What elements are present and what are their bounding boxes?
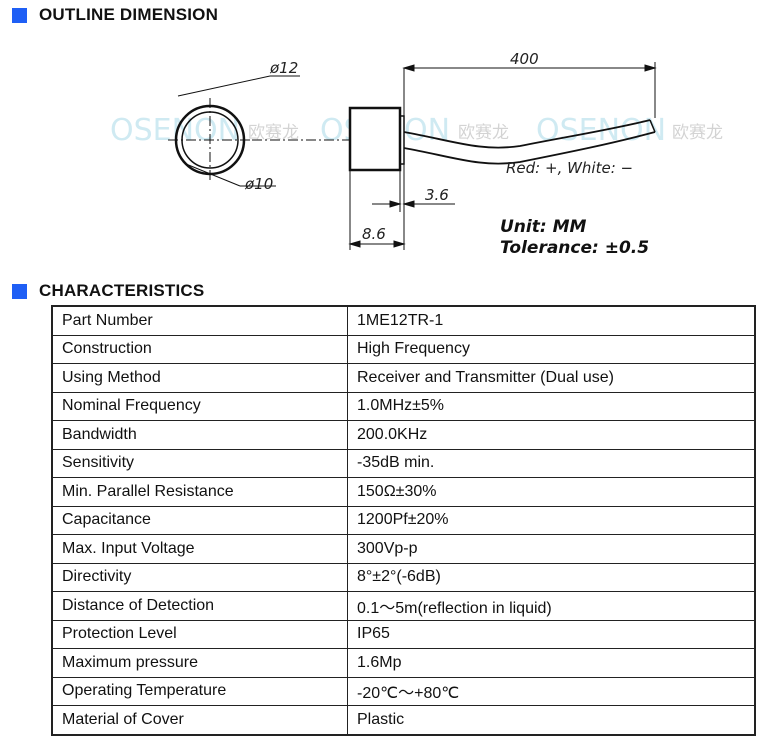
row-value: 150Ω±30% [347,477,756,507]
row-value: 1ME12TR-1 [347,305,756,336]
row-label: Construction [51,334,348,364]
row-value: 1200Pf±20% [347,505,756,535]
row-value: 8°±2°(-6dB) [347,562,756,592]
row-label: Nominal Frequency [51,391,348,421]
row-label: Part Number [51,305,348,336]
row-label: Sensitivity [51,448,348,478]
characteristics-title: CHARACTERISTICS [39,281,205,300]
row-value: 200.0KHz [347,420,756,450]
heading-marker-icon [12,7,27,23]
row-label: Using Method [51,363,348,393]
dim-cable-length: 400 [510,50,539,68]
row-value: Receiver and Transmitter (Dual use) [347,363,756,393]
row-label: Min. Parallel Resistance [51,477,348,507]
row-label: Max. Input Voltage [51,534,348,564]
row-value: 1.6Mp [347,648,756,678]
outline-dimension-heading: OUTLINE DIMENSION [12,5,218,25]
table-row: Operating Temperature-20℃～+80℃ [51,676,756,706]
wire-color-note: Red: +, White: − [506,159,633,177]
tolerance-note: Tolerance: ±0.5 [500,238,649,258]
row-label: Directivity [51,562,348,592]
front-view [168,75,300,187]
watermark-cn-2: 欧赛龙 [458,122,509,143]
row-value: -20℃～+80℃ [347,676,756,706]
characteristics-heading: CHARACTERISTICS [12,281,204,301]
row-label: Capacitance [51,505,348,535]
outline-dimension-title: OUTLINE DIMENSION [39,5,219,24]
table-row: Sensitivity-35dB min. [51,448,756,478]
row-label: Maximum pressure [51,648,348,678]
row-label: Distance of Detection [51,591,348,621]
outline-drawing: OSENON 欧赛龙 OSENON 欧赛龙 OSENON 欧赛龙 ø12 ø10… [110,50,723,258]
row-value: -35dB min. [347,448,756,478]
row-label: Material of Cover [51,705,348,735]
row-value: 300Vp-p [347,534,756,564]
row-value: 1.0MHz±5% [347,391,756,421]
heading-marker-icon [12,283,27,299]
dim-400-lines [402,62,657,118]
row-value: High Frequency [347,334,756,364]
watermark-cn-1: 欧赛龙 [248,122,299,143]
row-label: Bandwidth [51,420,348,450]
dim-outer-diameter: ø12 [269,59,298,77]
row-value: Plastic [347,705,756,735]
watermark-cn-3: 欧赛龙 [672,122,723,143]
row-value: 0.1～5m(reflection in liquid) [347,591,756,621]
dim-total-depth: 8.6 [362,225,386,243]
dim-inner-diameter: ø10 [244,175,273,193]
row-label: Protection Level [51,619,348,649]
row-value: IP65 [347,619,756,649]
row-label: Operating Temperature [51,676,348,706]
unit-note: Unit: MM [500,217,586,237]
dim-head-thickness: 3.6 [425,186,449,204]
dim-3-6-lines [348,164,455,250]
side-view [348,106,656,172]
